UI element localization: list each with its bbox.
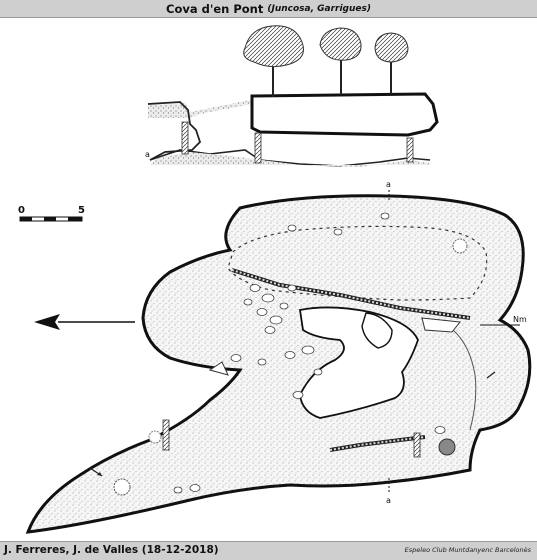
- section-a-bottom-label: a: [386, 496, 391, 505]
- cross-section-profile: a: [145, 92, 439, 167]
- footer-bar: J. Ferreres, J. de Valles (18-12-2018) E…: [0, 541, 537, 560]
- tree-icon: [319, 27, 362, 95]
- cave-survey-map: a 0 5: [18, 25, 532, 534]
- scale-end-label: 5: [78, 205, 85, 216]
- cave-plan: a a: [25, 180, 532, 534]
- scale-bar: 0 5: [18, 205, 85, 222]
- section-a-top-label: a: [386, 180, 391, 189]
- map-title: Cova d'en Pont: [166, 1, 264, 16]
- north-label: Nm: [513, 315, 527, 324]
- tree-icon: [243, 25, 304, 97]
- club-credit: Espeleo Club Muntdanyenc Barcelonès: [404, 546, 531, 554]
- scale-start-label: 0: [18, 205, 25, 216]
- section-a-profile-label: a: [145, 150, 150, 159]
- north-arrow: Nm: [34, 314, 527, 330]
- tree-icon: [374, 32, 409, 94]
- authors-credit: J. Ferreres, J. de Valles (18-12-2018): [4, 544, 219, 556]
- cave-outline: [25, 194, 532, 534]
- map-location: (Juncosa, Garrigues): [267, 3, 371, 14]
- title-bar: Cova d'en Pont (Juncosa, Garrigues): [0, 0, 537, 18]
